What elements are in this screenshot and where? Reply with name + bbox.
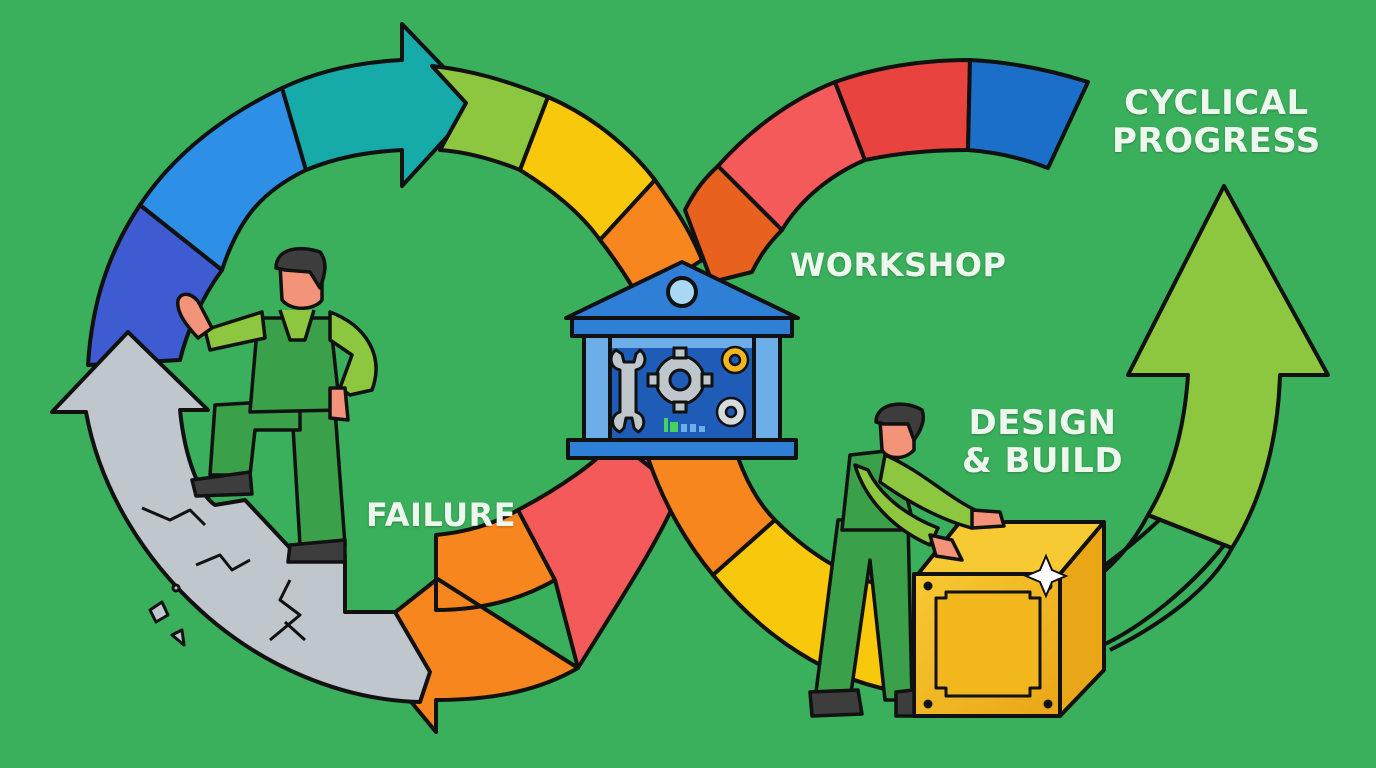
wrench-icon bbox=[609, 348, 647, 434]
label-design-line1: DESIGN bbox=[968, 403, 1117, 443]
label-design-build: DESIGN & BUILD bbox=[962, 404, 1123, 480]
progress-up-arrow bbox=[1098, 184, 1330, 652]
gear-small-gray-icon bbox=[715, 396, 747, 428]
label-cyclical-line2: PROGRESS bbox=[1112, 121, 1321, 162]
gear-large-icon bbox=[646, 346, 714, 414]
worker-building bbox=[808, 402, 1006, 718]
label-cyclical-progress: CYCLICAL PROGRESS bbox=[1112, 84, 1321, 160]
worker-stepping-up bbox=[176, 246, 378, 564]
label-design-line2: & BUILD bbox=[962, 441, 1124, 482]
label-workshop: WORKSHOP bbox=[790, 246, 1007, 284]
sparkle-icon bbox=[1023, 553, 1069, 599]
gear-small-gold-icon bbox=[720, 345, 750, 375]
label-cyclical-line1: CYCLICAL bbox=[1124, 83, 1309, 123]
label-failure: FAILURE bbox=[366, 496, 517, 534]
golden-box bbox=[912, 520, 1106, 718]
cracked-failure-arrow bbox=[50, 330, 432, 704]
progress-bars-icon bbox=[664, 418, 705, 432]
right-loop-upper-arc bbox=[683, 58, 1090, 284]
